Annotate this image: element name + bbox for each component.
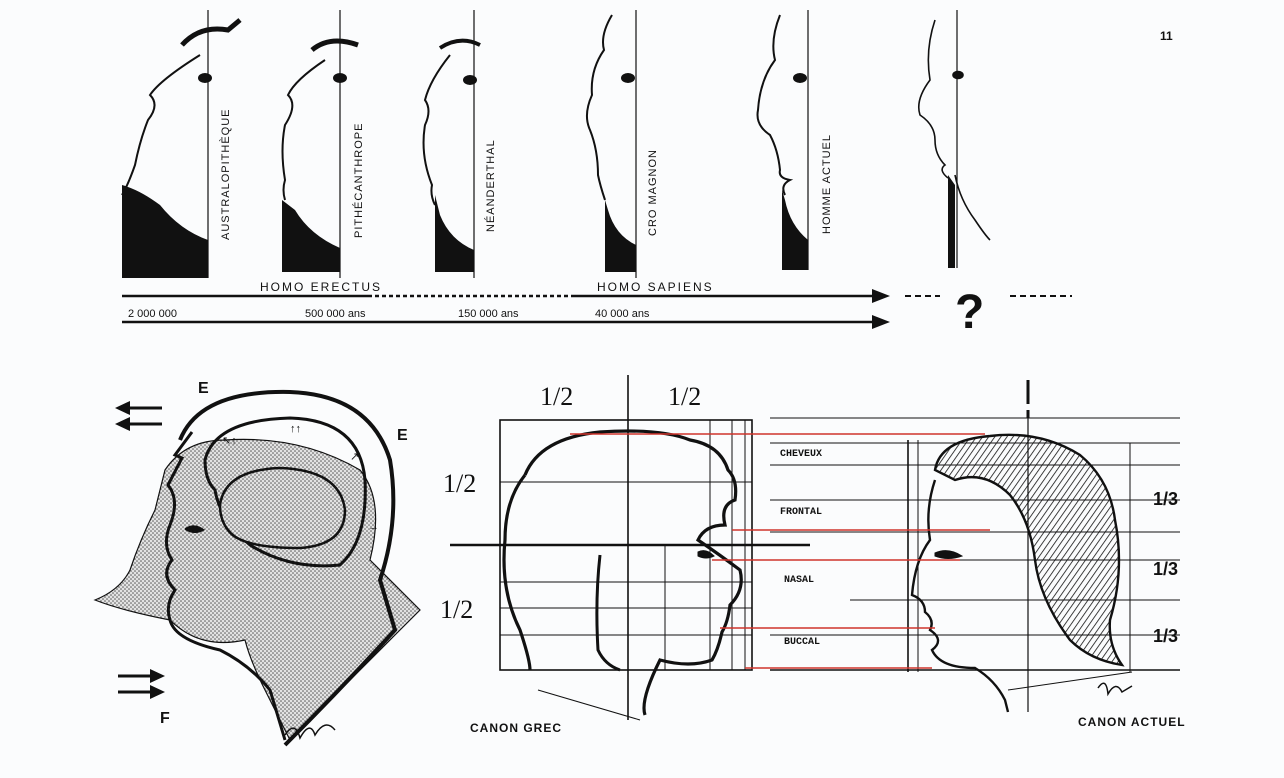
species-label: PITHÉCANTHROPE bbox=[352, 123, 365, 238]
profile-cro-magnon bbox=[586, 10, 637, 278]
profile-neanderthal bbox=[422, 10, 481, 278]
fraction-half: 1/2 bbox=[440, 595, 473, 624]
profile-homme-actuel bbox=[756, 10, 809, 270]
brain-label-e-right: E bbox=[397, 427, 408, 444]
zone-label-frontal: FRONTAL bbox=[780, 507, 822, 518]
species-label: NÉANDERTHAL bbox=[484, 139, 497, 232]
fraction-third: 1/3 bbox=[1153, 489, 1178, 509]
timeline bbox=[122, 289, 1072, 329]
brain-label-f: F bbox=[160, 710, 170, 727]
species-label: CRO MAGNON bbox=[647, 149, 659, 236]
year-label: 500 000 ans bbox=[305, 308, 366, 320]
caption-canon-actuel: CANON ACTUEL bbox=[1078, 715, 1186, 729]
svg-text:↗: ↗ bbox=[350, 451, 359, 463]
canon-grid bbox=[450, 375, 1180, 721]
question-mark: ? bbox=[955, 286, 984, 339]
page-number: 11 bbox=[1160, 29, 1173, 43]
brain-label-e-top: E bbox=[198, 380, 209, 397]
era-label: HOMO SAPIENS bbox=[597, 280, 714, 294]
zone-label-cheveux: CHEVEUX bbox=[780, 449, 822, 460]
red-guide-lines bbox=[570, 433, 990, 669]
fraction-third: 1/3 bbox=[1153, 626, 1178, 646]
caption-canon-grec: CANON GREC bbox=[470, 721, 562, 735]
zone-label-buccal: BUCCAL bbox=[784, 637, 820, 648]
year-label: 150 000 ans bbox=[458, 308, 519, 320]
profile-australopitheque bbox=[121, 10, 242, 278]
fraction-half: 1/2 bbox=[668, 382, 701, 411]
fraction-half: 1/2 bbox=[443, 469, 476, 498]
species-label: AUSTRALOPITHÈQUE bbox=[219, 108, 232, 240]
profile-future bbox=[917, 10, 991, 268]
brain-diagram: ↖↑ ↑↑ ↗ → bbox=[93, 389, 421, 747]
year-label: 2 000 000 bbox=[128, 308, 177, 320]
profile-pithecanthrope bbox=[281, 10, 359, 278]
svg-text:↖↑: ↖↑ bbox=[222, 435, 237, 447]
year-label: 40 000 ans bbox=[595, 308, 650, 320]
svg-text:→: → bbox=[368, 521, 379, 533]
era-label: HOMO ERECTUS bbox=[260, 280, 382, 294]
zone-label-nasal: NASAL bbox=[784, 575, 814, 586]
fraction-third: 1/3 bbox=[1153, 559, 1178, 579]
fraction-half: 1/2 bbox=[540, 382, 573, 411]
species-label: HOMME ACTUEL bbox=[821, 134, 833, 234]
svg-text:↑↑: ↑↑ bbox=[290, 423, 301, 435]
